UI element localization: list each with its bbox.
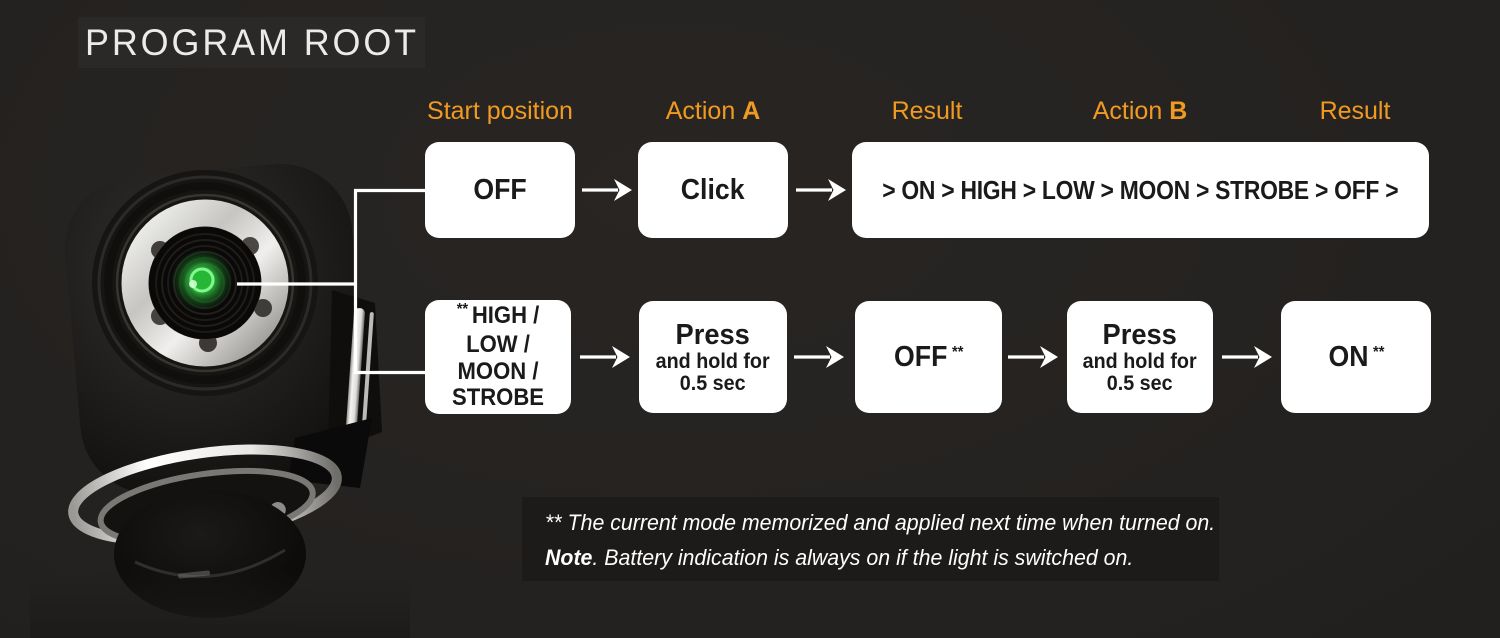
headlamp-photo <box>30 163 410 638</box>
flow-box-on-memorized: ON** <box>1281 301 1431 413</box>
title-plate <box>78 17 425 68</box>
column-header-result-1: Result <box>891 97 963 125</box>
modes-line: LOW / <box>466 331 530 358</box>
flow-box-press-hold-a: Press and hold for 0.5 sec <box>639 301 787 413</box>
arrow-right-icon <box>580 346 630 368</box>
flow-box-press-hold-b: Press and hold for 0.5 sec <box>1067 301 1213 413</box>
modes-line: **HIGH / <box>452 301 544 333</box>
modes-line: MOON / <box>457 357 539 385</box>
footnote-line-1: ** The current mode memorized and applie… <box>545 510 1216 535</box>
flow-box-cycle-result: > ON > HIGH > LOW > MOON > STROBE > OFF … <box>852 142 1429 238</box>
headlamp-body <box>30 163 410 638</box>
asterisk-note-marker: ** <box>951 343 964 361</box>
asterisk-note-marker: ** <box>456 300 469 318</box>
led-indicator-green <box>171 249 233 311</box>
footnote-line-2: Note. Battery indication is always on if… <box>545 545 1134 570</box>
arrow-right-icon <box>1008 346 1058 368</box>
column-header-action-b: Action B <box>1092 97 1188 125</box>
arrow-right-icon <box>1222 346 1272 368</box>
arrow-right-icon <box>582 179 632 201</box>
asterisk-note-marker: ** <box>1372 343 1385 361</box>
column-header-result-2: Result <box>1319 97 1391 125</box>
flow-box-click: Click <box>638 142 788 238</box>
footnote: ** The current mode memorized and applie… <box>522 497 1219 581</box>
column-header-start-position: Start position <box>427 97 573 125</box>
modes-line: STROBE <box>451 384 544 411</box>
flow-box-off: OFF <box>425 142 575 238</box>
page-title: PROGRAM ROOT <box>85 22 420 63</box>
arrow-right-icon <box>794 346 844 368</box>
flow-box-modes: **HIGH / LOW / MOON / STROBE <box>425 300 571 414</box>
column-header-action-a: Action A <box>665 97 761 125</box>
flow-box-off-memorized: OFF** <box>855 301 1002 413</box>
arrow-right-icon <box>796 179 846 201</box>
